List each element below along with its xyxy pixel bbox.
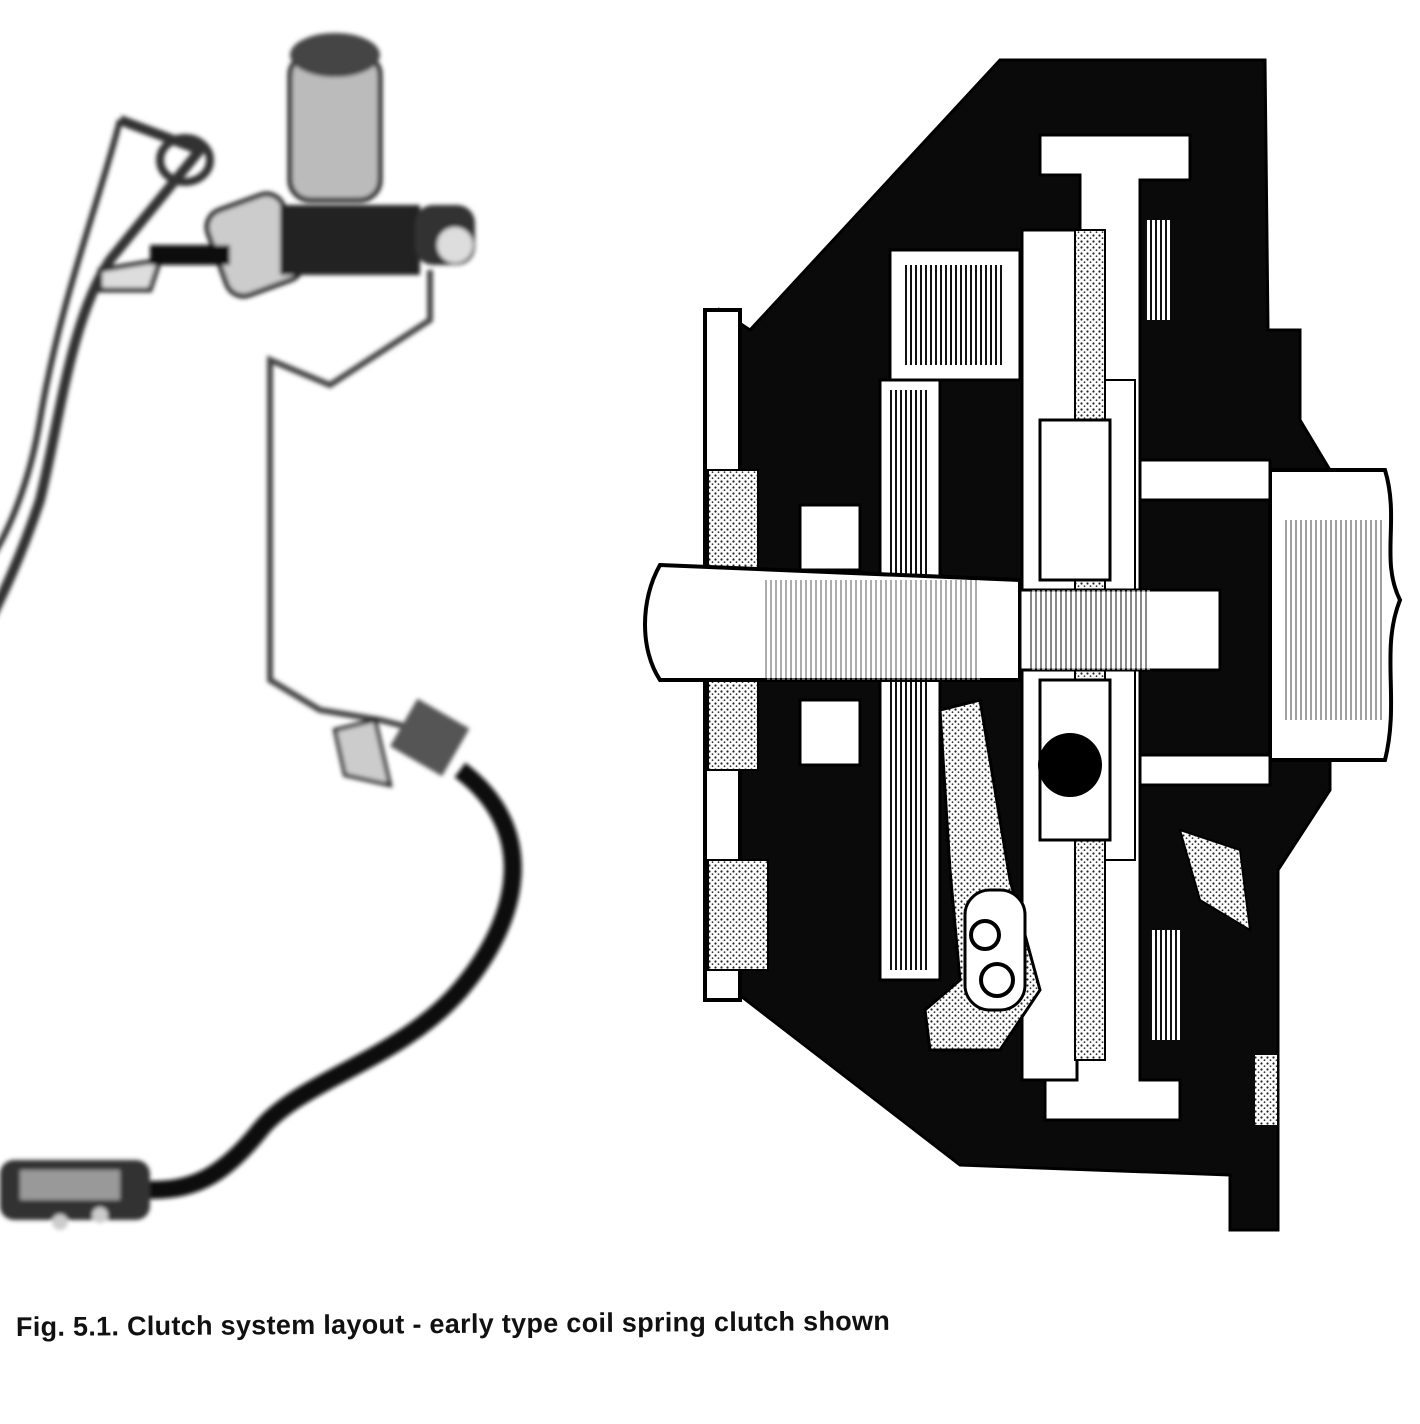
figure-caption: Fig. 5.1. Clutch system layout - early t… (15, 1305, 891, 1342)
master-cylinder (150, 33, 475, 299)
pipe-union (332, 698, 470, 788)
flexible-hose (149, 762, 522, 1199)
hydraulic-system (0, 33, 522, 1230)
hydraulic-pipe (267, 270, 433, 733)
slave-cylinder (0, 1160, 150, 1230)
clutch-pedal (0, 115, 214, 612)
clutch-cross-section (643, 58, 1403, 1232)
